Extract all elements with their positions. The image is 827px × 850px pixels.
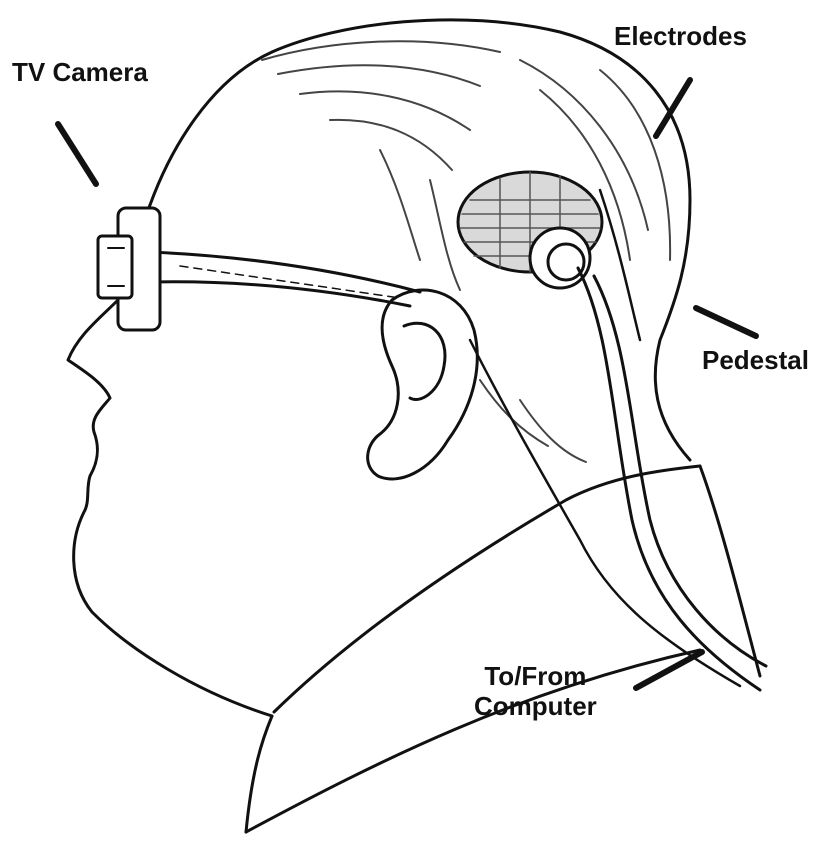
pointer-tv	[58, 124, 96, 184]
collar-line	[246, 650, 700, 832]
cable-main-inner	[594, 276, 766, 666]
glasses-arm	[150, 252, 420, 306]
computer-label-line2: Computer	[474, 692, 597, 722]
pedestal-label: Pedestal	[702, 346, 809, 376]
tv-camera-label: TV Camera	[12, 58, 148, 88]
cable-camera	[470, 340, 740, 686]
hair-strokes	[262, 41, 670, 462]
cable-main	[578, 268, 760, 690]
pointer-pedestal	[696, 308, 756, 336]
electrodes-label: Electrodes	[614, 22, 747, 52]
ear	[368, 290, 478, 479]
pointer-electrodes	[656, 80, 690, 136]
pedestal-connector	[530, 228, 590, 288]
face-profile	[68, 52, 272, 716]
neck-front	[246, 716, 272, 832]
computer-label-line1: To/From	[474, 662, 597, 692]
computer-label: To/From Computer	[474, 662, 597, 722]
